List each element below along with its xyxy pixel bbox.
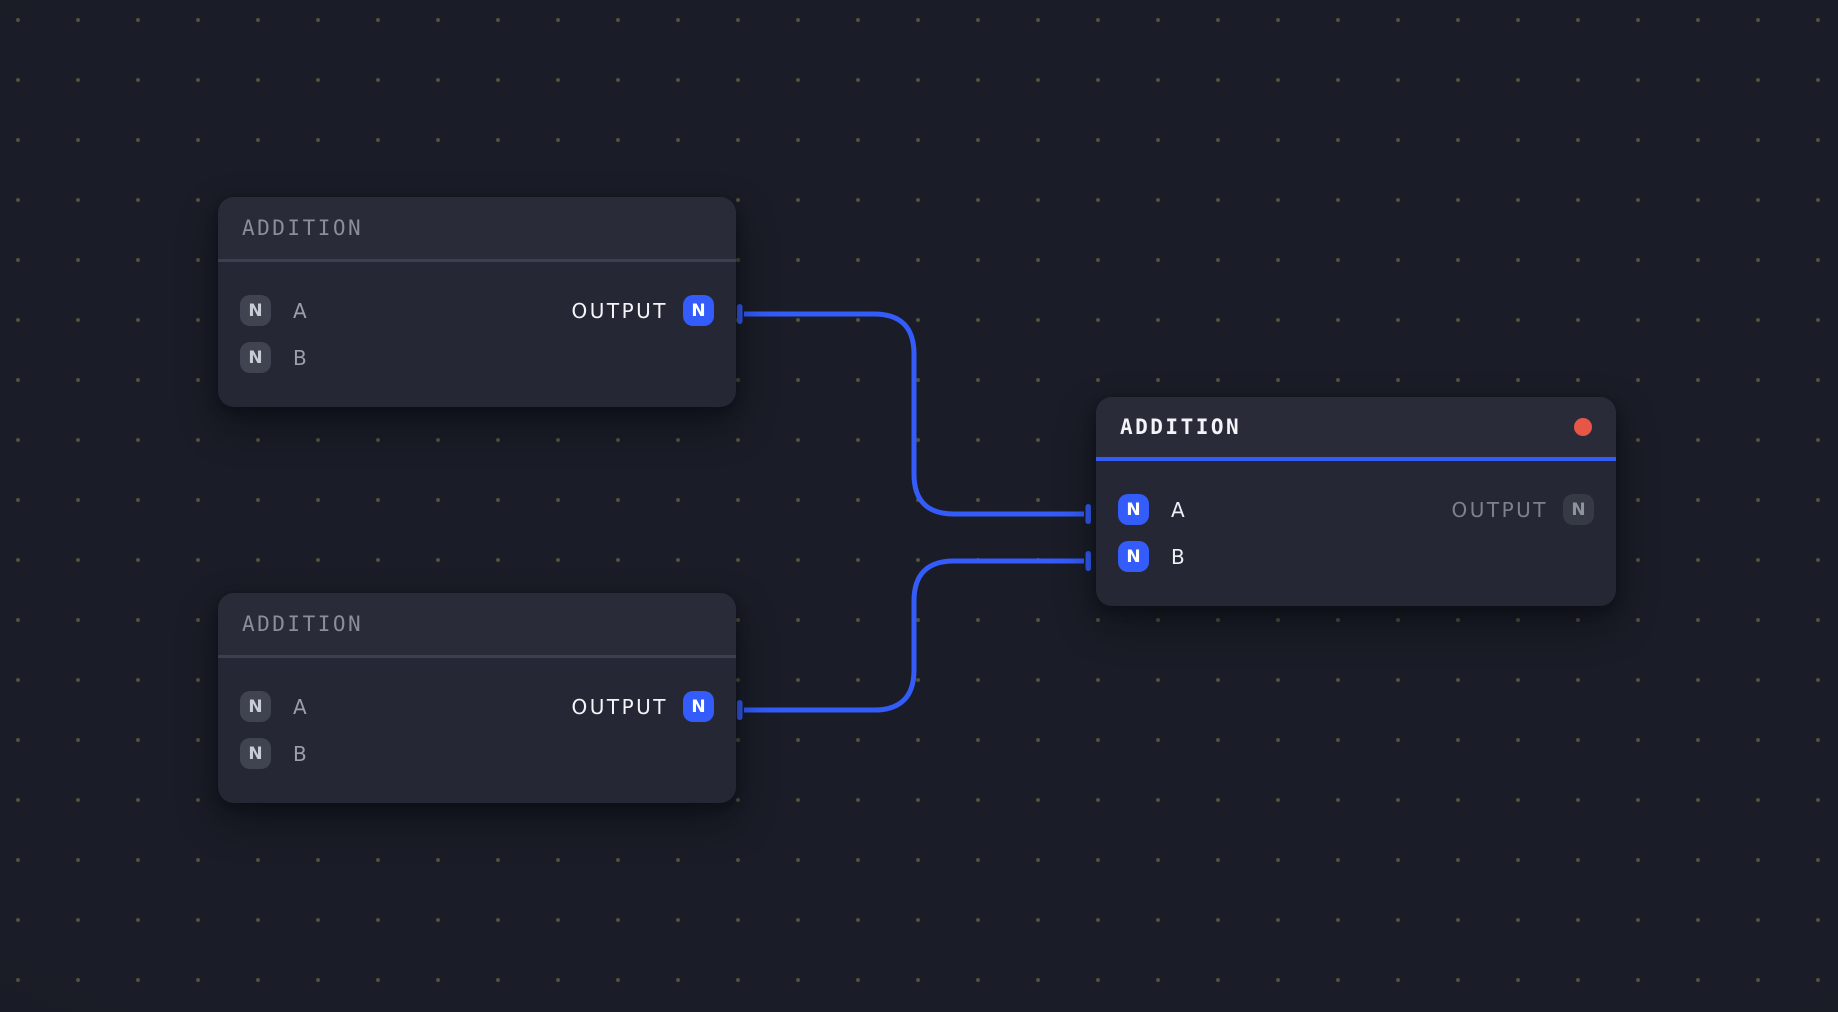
node-header: ADDITION [218, 197, 736, 262]
output-port-label: OUTPUT [571, 694, 668, 719]
output-port-handle[interactable]: N [683, 295, 714, 326]
input-port-a: N A [1118, 494, 1185, 525]
edge-1-target-tick [1085, 504, 1091, 524]
node-header: ADDITION [218, 593, 736, 658]
input-port-b-label: B [1171, 544, 1185, 569]
node-body: N A OUTPUT N N B [1096, 461, 1616, 606]
input-port-a-label: A [293, 694, 307, 719]
output-port: OUTPUT N [571, 691, 714, 722]
output-port-label: OUTPUT [571, 298, 668, 323]
edge-2-target-tick [1085, 551, 1091, 571]
input-port-a-label: A [1171, 497, 1185, 522]
node-status-dot [1574, 418, 1592, 436]
node-title: ADDITION [242, 216, 364, 240]
port-row-a: N A OUTPUT N [1118, 486, 1594, 533]
input-port-b: N B [240, 738, 307, 769]
port-row-b: N B [240, 334, 714, 381]
edge-1-source-tick [737, 304, 743, 324]
node-title: ADDITION [242, 612, 364, 636]
port-row-b: N B [1118, 533, 1594, 580]
output-port-label: OUTPUT [1451, 497, 1548, 522]
input-port-a-handle[interactable]: N [1118, 494, 1149, 525]
node-body: N A OUTPUT N N B [218, 262, 736, 407]
input-port-b-label: B [293, 741, 307, 766]
input-port-a: N A [240, 295, 307, 326]
edge-2[interactable] [744, 558, 1084, 713]
input-port-b: N B [240, 342, 307, 373]
node-addition-3[interactable]: ADDITION N A OUTPUT N N B [1096, 397, 1616, 606]
edge-1[interactable] [744, 311, 1084, 517]
node-addition-1[interactable]: ADDITION N A OUTPUT N N B [218, 197, 736, 407]
node-addition-2[interactable]: ADDITION N A OUTPUT N N B [218, 593, 736, 803]
input-port-b-handle[interactable]: N [1118, 541, 1149, 572]
input-port-a-handle[interactable]: N [240, 295, 271, 326]
port-row-a: N A OUTPUT N [240, 287, 714, 334]
port-row-b: N B [240, 730, 714, 777]
input-port-b-handle[interactable]: N [240, 342, 271, 373]
node-title: ADDITION [1120, 415, 1242, 439]
node-body: N A OUTPUT N N B [218, 658, 736, 803]
input-port-b-label: B [293, 345, 307, 370]
output-port: OUTPUT N [1451, 494, 1594, 525]
input-port-b: N B [1118, 541, 1185, 572]
port-row-a: N A OUTPUT N [240, 683, 714, 730]
output-port-handle[interactable]: N [683, 691, 714, 722]
input-port-a-label: A [293, 298, 307, 323]
output-port: OUTPUT N [571, 295, 714, 326]
input-port-a-handle[interactable]: N [240, 691, 271, 722]
input-port-a: N A [240, 691, 307, 722]
node-header: ADDITION [1096, 397, 1616, 461]
edge-2-source-tick [737, 700, 743, 720]
output-port-handle[interactable]: N [1563, 494, 1594, 525]
input-port-b-handle[interactable]: N [240, 738, 271, 769]
